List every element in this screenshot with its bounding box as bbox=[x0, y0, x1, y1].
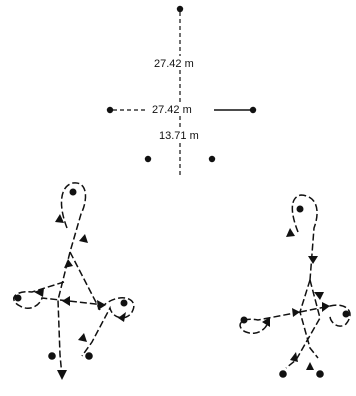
route-pattern-right bbox=[239, 194, 351, 378]
left-cone-bottom-left bbox=[48, 352, 56, 360]
left-arrow-top bbox=[55, 214, 64, 223]
layout-schematic: 27.42 m 27.42 m 13.71 m bbox=[106, 5, 257, 176]
label-short-distance: 13.71 m bbox=[159, 130, 199, 142]
right-cone-bottom-left bbox=[279, 370, 287, 378]
right-cross-path bbox=[299, 279, 319, 359]
left-cone-top bbox=[69, 188, 77, 196]
route-pattern-left bbox=[13, 182, 135, 380]
right-arrow-upper bbox=[308, 256, 318, 264]
right-side-loop bbox=[59, 297, 135, 357]
right-cone-right bbox=[342, 310, 350, 318]
left-arrow-down bbox=[57, 370, 67, 380]
right-cone-bottom-right bbox=[316, 370, 324, 378]
marker-bottom-left bbox=[144, 155, 152, 163]
label-horizontal-distance: 27.42 m bbox=[152, 104, 192, 116]
right-arrow-lower bbox=[290, 352, 298, 362]
right-side-loop-left bbox=[239, 311, 301, 334]
left-cone-left bbox=[14, 294, 22, 302]
right-arrow-left-loop bbox=[262, 317, 270, 327]
label-vertical-distance: 27.42 m bbox=[154, 58, 194, 70]
left-cone-right bbox=[120, 299, 128, 307]
left-arrow-mid bbox=[64, 259, 73, 268]
left-side-loop bbox=[13, 281, 65, 310]
right-arrow-right-loop bbox=[322, 302, 330, 312]
right-cone-top bbox=[296, 205, 304, 213]
left-arrow-right-loop bbox=[97, 300, 106, 310]
marker-top bbox=[176, 5, 184, 13]
right-top-loop bbox=[291, 194, 318, 281]
left-arrow-center bbox=[62, 296, 70, 306]
right-arrow-top bbox=[286, 228, 295, 237]
left-top-loop bbox=[60, 182, 87, 253]
right-cone-left bbox=[240, 316, 248, 324]
right-arrow-bottom bbox=[306, 362, 314, 370]
marker-left bbox=[106, 106, 114, 114]
left-main-diagonal bbox=[57, 251, 71, 377]
left-arrow-upper bbox=[79, 234, 88, 243]
left-cone-bottom-right bbox=[85, 352, 93, 360]
left-arrow-left-loop bbox=[34, 288, 44, 297]
left-cross-path bbox=[69, 251, 101, 311]
marker-bottom-right bbox=[208, 155, 216, 163]
right-side-loop-right bbox=[299, 304, 351, 327]
right-arrow-center bbox=[292, 308, 300, 317]
marker-right bbox=[249, 106, 257, 114]
left-arrow-bottom bbox=[78, 333, 87, 342]
right-arrow-mid bbox=[314, 292, 324, 300]
left-arrow-right-lower bbox=[118, 312, 126, 322]
